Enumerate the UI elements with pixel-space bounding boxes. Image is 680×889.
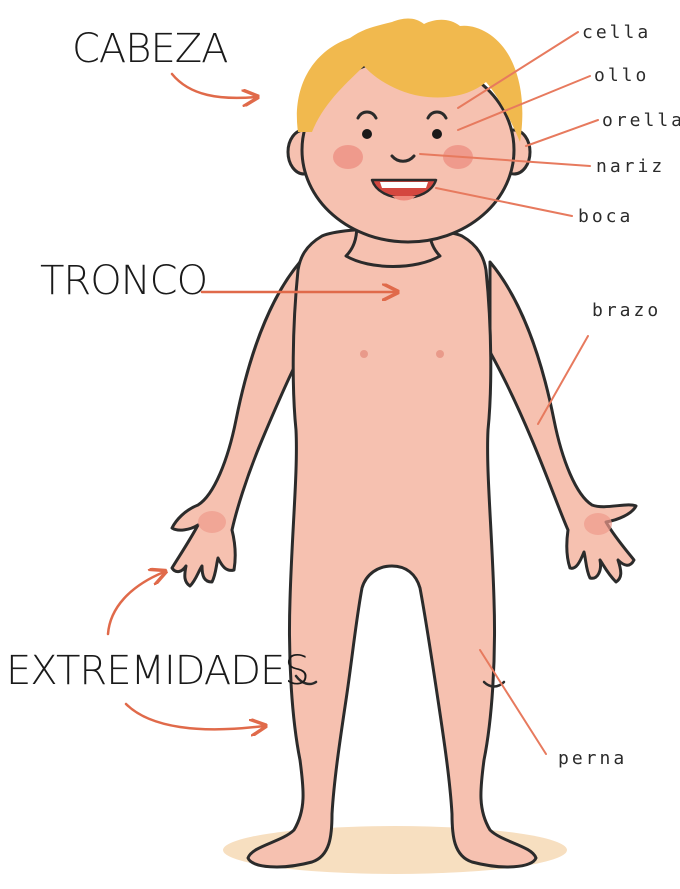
child-figure bbox=[172, 19, 636, 867]
label-limbs: EXTREMIDADES bbox=[6, 648, 309, 694]
label-eye: ollo bbox=[594, 65, 649, 86]
left-nipple bbox=[360, 350, 368, 358]
label-eyebrow: cella bbox=[582, 22, 651, 43]
label-ear: orella bbox=[602, 110, 680, 131]
teeth bbox=[380, 182, 428, 188]
right-nipple bbox=[436, 350, 444, 358]
right-eye bbox=[432, 129, 442, 139]
label-nose: nariz bbox=[596, 156, 665, 177]
left-eye bbox=[362, 129, 372, 139]
label-mouth: boca bbox=[578, 206, 633, 227]
pointer-ear bbox=[526, 120, 598, 146]
left-cheek bbox=[333, 145, 363, 169]
label-arm: brazo bbox=[592, 300, 661, 321]
label-head: CABEZA bbox=[72, 26, 228, 72]
arrow-head bbox=[172, 74, 256, 98]
left-arm bbox=[172, 262, 302, 586]
left-palm-blush bbox=[198, 511, 226, 533]
arrow-limbs-down bbox=[126, 704, 264, 729]
right-palm-blush bbox=[584, 513, 612, 535]
label-trunk: TRONCO bbox=[40, 258, 207, 304]
arrow-limbs-up bbox=[108, 572, 164, 634]
label-leg: perna bbox=[558, 748, 627, 769]
